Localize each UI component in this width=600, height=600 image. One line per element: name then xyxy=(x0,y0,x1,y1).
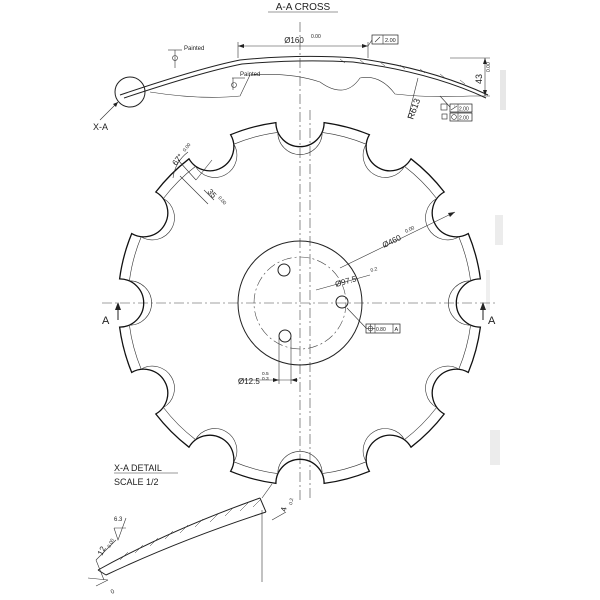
outer-dia-dim: Ø460 xyxy=(381,233,403,250)
disc-profile-top xyxy=(119,55,489,96)
edge-dim-tol: 0.00 xyxy=(106,538,116,549)
flatness-frame xyxy=(371,34,399,45)
runout-frame-1 xyxy=(449,103,473,113)
height-dim: 43 xyxy=(474,74,484,84)
roughness-value: 6.3 xyxy=(114,517,123,523)
position-value: 0.80 xyxy=(376,327,386,333)
bolt-hole xyxy=(278,329,292,343)
detail-marker-circle xyxy=(114,76,146,108)
flat-dia-tol: 0.00 xyxy=(311,34,321,40)
bolt-circle-tol: 0.2 xyxy=(370,266,379,274)
position-datum: A xyxy=(395,327,399,333)
detail-scale: SCALE 1/2 xyxy=(114,477,159,487)
hole-dia-dim: Ø12.5 xyxy=(238,377,260,386)
bolt-hole xyxy=(335,295,349,309)
detail-view: X-A DETAIL SCALE 1/2 4 0.2 12 0.00 6.3 0 xyxy=(87,463,295,596)
disc-inner-edge xyxy=(129,132,471,474)
section-title: A-A CROSS xyxy=(276,2,331,13)
detail-title: X-A DETAIL xyxy=(114,463,162,473)
hole-tol-lower: 0.3 xyxy=(262,376,269,382)
notch-angle-tol: 0.00 xyxy=(182,142,193,153)
bolt-circle xyxy=(253,256,347,350)
roughness-symbol xyxy=(113,517,127,541)
painted-note-1: Painted xyxy=(184,46,204,52)
outer-dia-tol: 0.00 xyxy=(404,225,416,235)
section-view: A-A CROSS Ø160 0.00 2.00 43 0.00 R613 xyxy=(93,2,492,132)
flatness-value: 2.00 xyxy=(385,38,396,44)
runout-value-1: 2.00 xyxy=(459,107,469,113)
disc-outline xyxy=(118,121,482,485)
flat-dia-dim: Ø160 xyxy=(284,36,304,45)
runout-frame-2 xyxy=(449,112,473,122)
painted-note-2: Painted xyxy=(240,72,260,78)
thickness-tol: 0.2 xyxy=(288,497,295,505)
notch-depth-tol: 0.00 xyxy=(217,195,228,206)
section-label-right: A xyxy=(488,315,496,327)
scan-artifacts xyxy=(486,70,506,465)
edge-angle: 0 xyxy=(110,589,116,596)
runout-value-2: 2.00 xyxy=(459,116,469,122)
height-tol: 0.00 xyxy=(486,62,492,72)
blade-edge-bottom xyxy=(105,511,267,576)
radius-dim: R613 xyxy=(405,97,422,121)
blade-edge-top xyxy=(97,497,261,571)
disc-profile-bottom xyxy=(123,60,487,99)
hub-circle xyxy=(237,240,363,366)
section-label-left: A xyxy=(102,315,110,327)
bolt-hole xyxy=(277,263,291,277)
hole-tol-upper: 0.5 xyxy=(262,371,269,377)
edge-dim: 12 xyxy=(96,544,108,556)
view-marker: X-A xyxy=(93,122,108,132)
plan-view: A A Ø460 0.00 Ø97.5 0.2 0.80 A Ø12.5 0.5… xyxy=(102,22,498,500)
thickness-dim: 4 xyxy=(279,506,289,512)
